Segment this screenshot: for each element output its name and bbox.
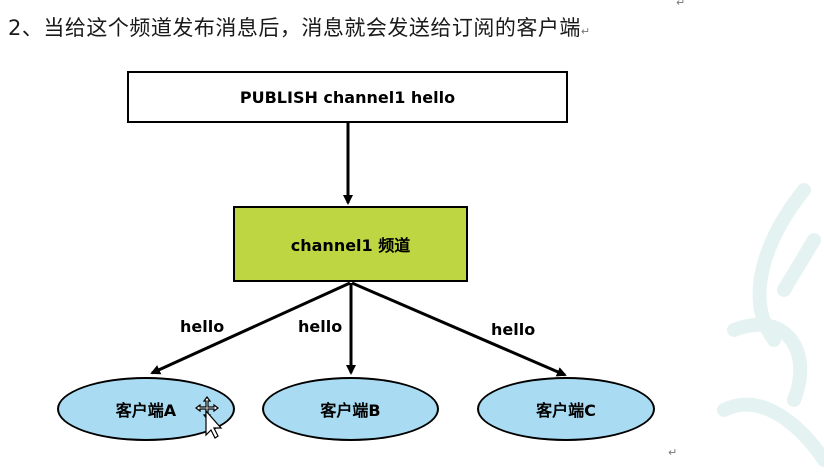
publish-command-text: PUBLISH channel1 hello (239, 87, 456, 107)
client-c-node: 客户端C (477, 377, 655, 441)
move-cursor-icon (195, 396, 223, 439)
watermark-decoration (717, 183, 824, 467)
bottom-paragraph-mark: ↵ (668, 446, 678, 459)
client-b-label: 客户端B (320, 401, 381, 420)
message-label-to-b: hello (298, 317, 343, 336)
message-label-to-c: hello (491, 320, 536, 339)
top-paragraph-mark: ↵ (676, 0, 686, 9)
paragraph-mark: ↵ (580, 25, 591, 38)
client-a-label: 客户端A (115, 401, 177, 420)
client-a-node: 客户端A (57, 377, 235, 441)
channel-to-client-c-arrow (351, 281, 567, 377)
channel-label: channel1 频道 (290, 236, 411, 255)
heading-text: 2、当给这个频道发布消息后，消息就会发送给订阅的客户端 (8, 16, 581, 40)
message-label-to-a: hello (180, 317, 225, 336)
channel-to-client-a-arrow (150, 281, 351, 375)
client-b-node: 客户端B (262, 377, 439, 441)
channel-box: channel1 频道 (233, 206, 468, 282)
client-c-label: 客户端C (536, 401, 596, 420)
section-heading: 2、当给这个频道发布消息后，消息就会发送给订阅的客户端↵ (8, 12, 591, 42)
publish-command-box: PUBLISH channel1 hello (127, 71, 568, 123)
